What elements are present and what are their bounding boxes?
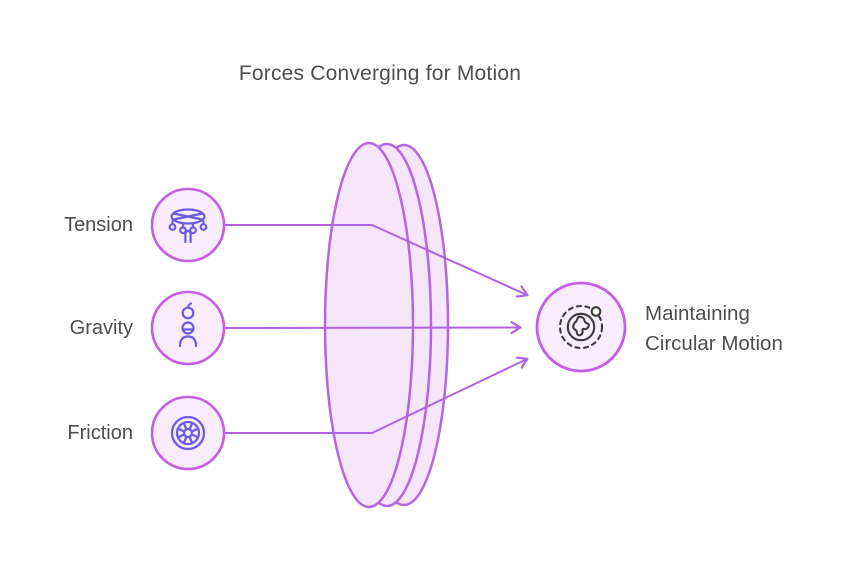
- carousel-swing-icon: [168, 208, 208, 244]
- node-friction: [150, 395, 226, 471]
- connector-tension: [224, 224, 529, 298]
- label-output-line2: Circular Motion: [645, 332, 783, 355]
- diagram-title: Forces Converging for Motion: [238, 62, 522, 85]
- node-output: [535, 281, 627, 373]
- label-friction: Friction: [67, 422, 133, 444]
- node-tension-circle: [150, 187, 226, 263]
- tire-wheel-icon: [170, 415, 206, 451]
- funnel-lens: [323, 141, 450, 509]
- label-output-line1: Maintaining: [645, 302, 750, 325]
- label-gravity: Gravity: [69, 317, 133, 339]
- falling-apple-icon: [178, 302, 198, 348]
- connector-gravity: [223, 320, 522, 335]
- node-friction-circle: [150, 395, 226, 471]
- orbiting-planet-icon: [558, 304, 604, 350]
- label-output: Maintaining Circular Motion: [645, 299, 835, 359]
- node-gravity: [150, 290, 226, 366]
- node-gravity-circle: [150, 290, 226, 366]
- lens-front-ellipse: [323, 141, 415, 509]
- label-tension: Tension: [64, 214, 133, 236]
- connector-friction: [224, 356, 529, 434]
- node-output-circle: [535, 281, 627, 373]
- connectors: [223, 224, 529, 434]
- node-tension: [150, 187, 226, 263]
